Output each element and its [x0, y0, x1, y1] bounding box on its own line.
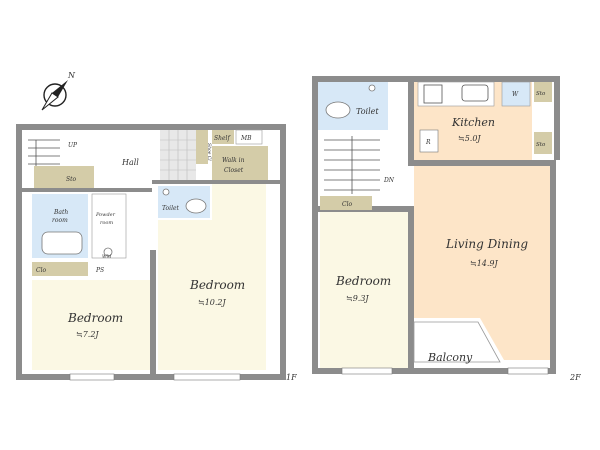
floor1-bedroom-right-floor: [158, 220, 266, 370]
bath-label-2: room: [52, 217, 68, 224]
wm-label: WM: [102, 254, 112, 260]
living-dining-room: [414, 166, 550, 360]
stove-icon: [423, 84, 443, 104]
floor2-clo: [320, 196, 372, 210]
floor1-sto-room: [34, 166, 94, 188]
compass-circle: [43, 83, 67, 107]
entry-tile-grid: [160, 130, 196, 180]
sto-top-box: [534, 82, 552, 102]
kitchen-size: ≒5.0J: [458, 134, 481, 143]
sto-top-label: Sto: [536, 91, 546, 97]
balcony-label: Balcony: [427, 351, 473, 364]
floor1-mid-wall: [22, 188, 152, 192]
washbasin-icon: [103, 247, 113, 257]
window-1f-b: [173, 373, 241, 381]
floor2-wall-a: [408, 82, 414, 166]
floor1-floor-label: 1F: [286, 373, 297, 382]
living-dining-label: Living Dining: [445, 237, 528, 251]
w-label: W: [512, 91, 519, 98]
floor1-bedroom-divider: [150, 250, 156, 374]
dn-label: DN: [383, 177, 395, 184]
floor2-stairs: [324, 136, 380, 194]
window-2f-a: [341, 367, 393, 375]
compass-needle-icon: [52, 80, 68, 97]
powder-label-2: room: [100, 220, 113, 226]
bedroom-right-top-floor: [212, 184, 266, 220]
floor2-clo-label: Clo: [342, 201, 353, 208]
washer-box: [501, 81, 531, 107]
refrigerator: [419, 129, 439, 153]
shelf: [212, 130, 234, 144]
window-2f-b: [507, 367, 549, 375]
floor1-clo: [32, 262, 88, 276]
r-label: R: [425, 139, 431, 146]
floor2-bedroom: [320, 212, 408, 368]
floor1-mid-wall-2: [152, 180, 280, 184]
floor1-clo-label: Clo: [36, 267, 47, 274]
powder-label-1: Powder: [95, 212, 116, 218]
kitchen-label: Kitchen: [451, 116, 495, 129]
powder-room: [91, 193, 127, 259]
floor-1: 1F UP Hall Sto Shoe Cl Shelf MB Walk in …: [16, 124, 297, 382]
floor1-stairs: [28, 139, 60, 170]
floor2-wall-d: [408, 206, 414, 368]
bathtub: [41, 231, 83, 255]
floor1-sto-label: Sto: [66, 176, 77, 183]
sto-right-box: [534, 132, 552, 154]
bedroom-right-size: ≒10.2J: [198, 298, 227, 307]
floor1-up-text: UP: [68, 142, 78, 149]
shoe-closet: [196, 130, 208, 164]
floor2-wall-b: [408, 160, 554, 166]
window-1f-a: [69, 373, 115, 381]
compass-needle-tail: [41, 92, 59, 111]
bedroom-left-size: ≒7.2J: [76, 330, 99, 339]
bedroom-right-label: Bedroom: [189, 278, 245, 292]
walk-in-closet: [212, 146, 268, 180]
compass-north-label: N: [67, 71, 76, 80]
sto-right-label: Sto: [536, 142, 546, 148]
bedroom-left-label: Bedroom: [67, 311, 123, 325]
mb-box: [235, 129, 263, 145]
toilet-bowl-icon: [185, 198, 207, 214]
walk-in-label-2: Closet: [224, 167, 244, 174]
floor2-floor-label: 2F: [569, 373, 581, 382]
living-dining-size: ≒14.9J: [470, 259, 499, 268]
floor2-sink-icon: [368, 84, 376, 92]
compass: N: [41, 71, 76, 111]
floor2-bedroom-size: ≒9.3J: [346, 294, 369, 303]
ps-label: PS: [95, 267, 104, 274]
bath-label-1: Bath: [53, 209, 68, 216]
shoe-cl-label: Shoe Cl: [206, 143, 212, 161]
floor-2: Toilet DN W R Kitchen ≒5.0J Sto Sto: [312, 76, 581, 382]
floor2-toilet-bowl-icon: [325, 101, 351, 119]
kitchen-sink-icon: [461, 84, 489, 102]
hall-label: Hall: [121, 158, 139, 167]
walk-in-label-1: Walk in: [222, 157, 245, 164]
shelf-label: Shelf: [214, 135, 231, 142]
balcony: [413, 321, 501, 363]
floor1-bedroom-left: [32, 280, 150, 370]
floor2-bedroom-label: Bedroom: [335, 274, 391, 288]
floor1-toilet-label: Toilet: [162, 205, 180, 212]
toilet-sink-icon: [162, 188, 170, 196]
floor2-toilet-label: Toilet: [356, 107, 379, 116]
mb-label: MB: [240, 135, 252, 142]
